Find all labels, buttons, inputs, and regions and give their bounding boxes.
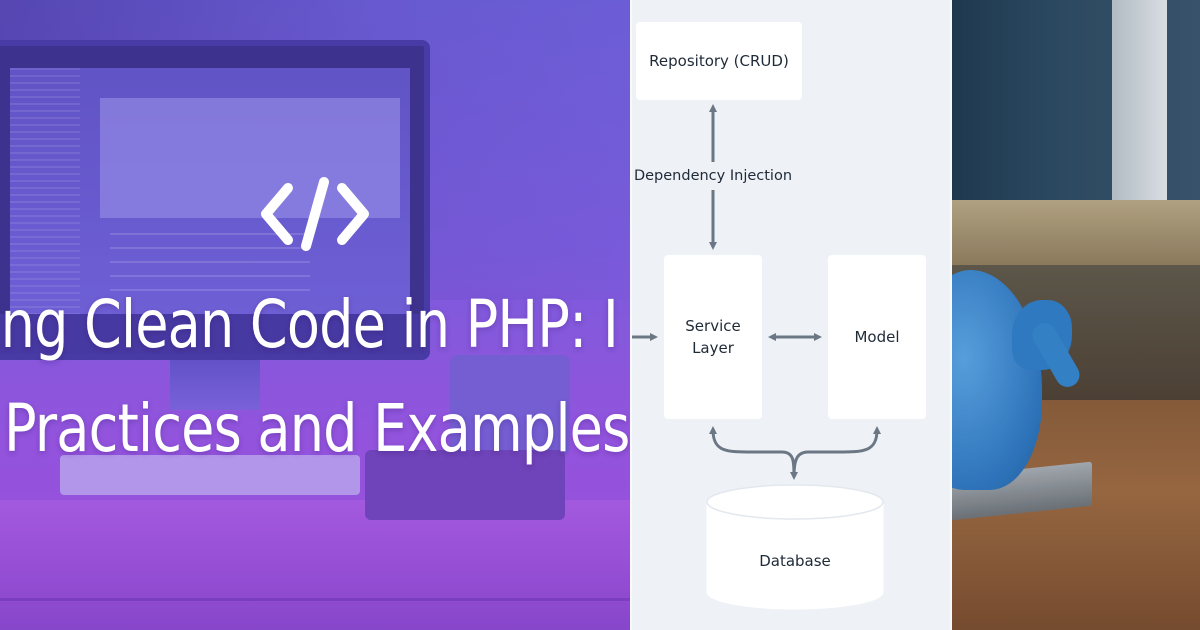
code-column [10,68,80,314]
desk-edge [0,598,630,601]
text-lines [110,233,310,293]
photo-overlay [952,0,1200,630]
speaker-illustration [450,355,570,455]
photo-pillar [1112,0,1167,210]
monitor-chin [0,314,424,354]
repository-box: Repository (CRUD) [636,22,802,100]
architecture-diagram: Repository (CRUD) Dependency Injection S… [630,0,952,630]
dependency-injection-label: Dependency Injection [633,168,793,184]
service-layer-label: Service Layer [685,317,741,357]
article-title-line-1: ting Clean Code in PHP: I [0,286,619,363]
desk-surface [0,500,630,630]
service-layer-box: Service Layer [664,255,762,419]
diagram-arrows [632,104,881,480]
purple-overlay [0,0,630,630]
model-db-arrow [792,426,881,477]
database-label: Database [759,552,831,570]
keyboard-illustration [60,455,360,495]
elephant-photo-panel [952,0,1200,630]
photo-shelf [952,200,1200,270]
hero-image-panel: ting Clean Code in PHP: I Practices and … [0,0,630,630]
monitor-stand [170,360,260,410]
service-db-arrow [709,426,798,480]
tray-illustration [365,450,565,520]
article-title-line-2: Practices and Examples [4,390,630,467]
monitor-screen [10,68,410,314]
code-brackets-icon [261,177,369,251]
database-cylinder [706,484,884,610]
model-box: Model [828,255,926,419]
